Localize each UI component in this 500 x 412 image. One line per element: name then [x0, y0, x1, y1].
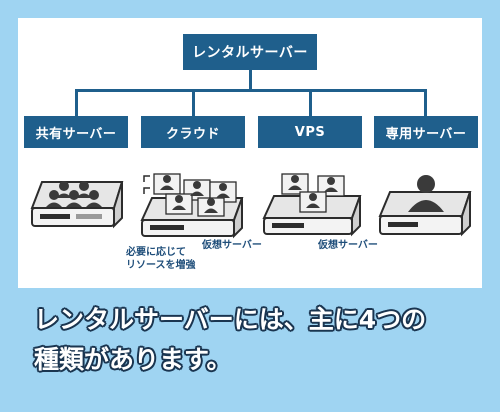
- cloud-virtual-server-label: 仮想サーバー: [202, 240, 262, 251]
- caption-line2: 種類があります。: [34, 345, 232, 374]
- cloud-illustration: [140, 173, 244, 239]
- category-dedicated-server: 専用サーバー: [374, 116, 478, 148]
- category-cloud: クラウド: [141, 116, 245, 148]
- vps-virtual-server-label: 仮想サーバー: [318, 240, 378, 251]
- root-node: レンタルサーバー: [183, 34, 317, 70]
- cloud-scaling-note: 必要に応じて リソースを増強: [126, 247, 196, 272]
- shared-server-illustration: [30, 181, 124, 229]
- diagram-panel: レンタルサーバー 共有サーバー クラウド VPS 専用サーバー: [18, 18, 482, 288]
- connector-root-down: [249, 70, 252, 90]
- dedicated-server-illustration: [378, 175, 472, 237]
- users-icon: [46, 181, 102, 207]
- vps-illustration: [262, 173, 362, 237]
- cloud-note-line2: リソースを増強: [126, 259, 196, 271]
- connector-vps: [309, 89, 312, 116]
- caption: レンタルサーバーには、主に4つの 種類があります。: [34, 300, 474, 380]
- cloud-note-line1: 必要に応じて: [126, 247, 186, 258]
- category-vps: VPS: [258, 116, 362, 148]
- connector-cloud: [192, 89, 195, 116]
- connector-shared: [75, 89, 78, 116]
- category-shared-server: 共有サーバー: [24, 116, 128, 148]
- connector-horizontal: [75, 89, 426, 92]
- caption-line1: レンタルサーバーには、主に4つの: [34, 305, 427, 334]
- person-icon: [408, 175, 444, 212]
- connector-dedicated: [424, 89, 427, 116]
